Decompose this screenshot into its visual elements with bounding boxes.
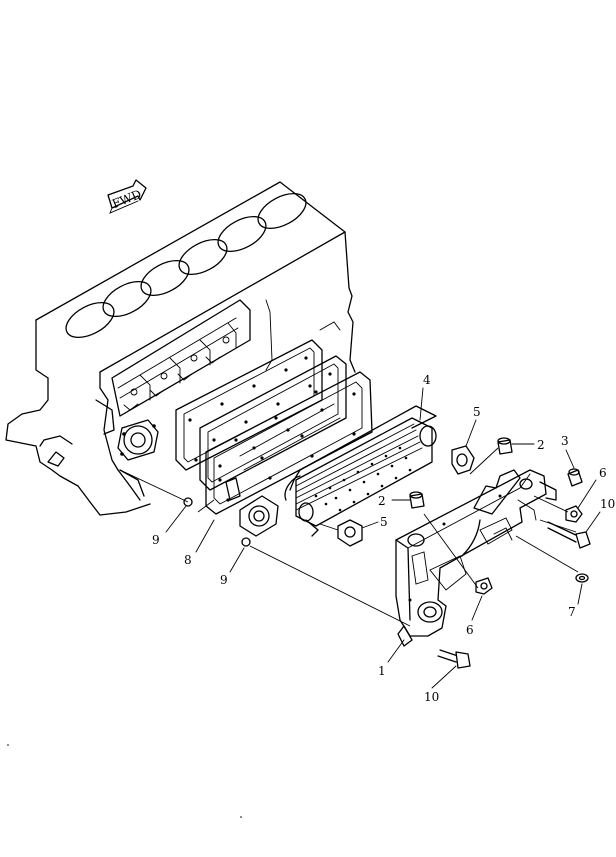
plug-item-3 <box>567 468 583 487</box>
callout-2-upper: 2 <box>537 438 545 452</box>
callout-9-center: 9 <box>220 573 228 587</box>
callout-labels: 4 5 2 3 6 10 7 6 1 10 2 5 9 8 9 <box>152 373 615 704</box>
washer-item-9-center <box>241 537 251 547</box>
callout-3: 3 <box>561 434 569 448</box>
callout-9-left: 9 <box>152 533 160 547</box>
rear-gasket <box>175 339 323 471</box>
callout-5-upper: 5 <box>473 405 481 419</box>
callout-10-right: 10 <box>600 497 615 511</box>
washer-item-6-lower <box>475 577 493 595</box>
callout-leaders <box>165 387 601 689</box>
washer-item-6-right <box>565 505 583 523</box>
washer-item-7 <box>575 573 589 583</box>
gasket-item-5-upper <box>451 445 475 475</box>
cooler-fin-dots <box>314 446 412 512</box>
engine-block <box>5 181 356 516</box>
plug-item-2-upper <box>497 437 513 455</box>
callout-6-right: 6 <box>599 466 607 480</box>
plug-item-2-lower <box>409 491 425 509</box>
gasket-item-8 <box>199 355 347 491</box>
cooler-cover-plate <box>205 371 373 537</box>
gasket-item-5-lower <box>337 519 363 547</box>
callout-6-lower: 6 <box>466 623 474 637</box>
callout-5-lower: 5 <box>380 515 388 529</box>
fwd-label: FWD <box>110 187 143 211</box>
assembly-centerlines <box>119 447 579 627</box>
bolt-item-10-right <box>547 521 591 549</box>
bolt-item-10-lower <box>437 649 471 669</box>
callout-8: 8 <box>184 553 192 567</box>
callout-1: 1 <box>378 664 386 678</box>
fwd-arrow-icon: FWD <box>107 179 147 214</box>
callout-4: 4 <box>423 373 431 387</box>
callout-7: 7 <box>568 605 576 619</box>
callout-10-lower: 10 <box>424 690 439 704</box>
callout-2-lower: 2 <box>378 494 386 508</box>
oil-cooler-cover <box>395 469 557 647</box>
oil-cooler-element <box>284 405 437 537</box>
